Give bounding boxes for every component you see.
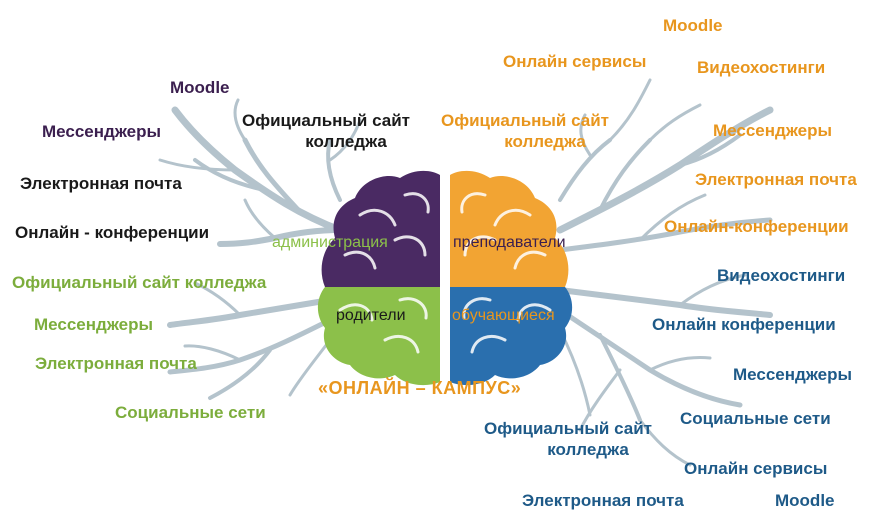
admin-item-moodle: Moodle [170,78,230,98]
teachers-item-video-hosting: Видеохостинги [697,58,825,78]
students-item-moodle: Moodle [775,491,835,511]
brain-teachers-quadrant [450,171,568,287]
brain-students-quadrant [450,287,572,385]
teachers-item-email: Электронная почта [695,170,857,190]
brain-admin-quadrant [322,171,440,287]
brain-label-teachers: преподаватели [453,234,566,252]
teachers-item-messengers: Мессенджеры [713,121,832,141]
admin-item-email: Электронная почта [20,174,182,194]
brain-label-students: обучающиеся [452,307,555,325]
teachers-site-line1: Официальный сайт [435,110,615,131]
students-site-line2: колледжа [478,439,658,460]
students-item-social: Социальные сети [680,409,831,429]
students-item-official-site: Официальный сайт колледжа [478,418,658,460]
teachers-item-moodle: Moodle [663,16,723,36]
students-site-line1: Официальный сайт [478,418,658,439]
teachers-item-online-services: Онлайн сервисы [503,52,646,72]
parents-item-email: Электронная почта [35,354,197,374]
teachers-item-official-site: Официальный сайт колледжа [435,110,615,152]
teachers-site-line2: колледжа [435,131,615,152]
brain-label-admin: администрация [272,234,388,252]
brain-label-parents: родители [336,307,406,325]
students-item-video-hosting: Видеохостинги [717,266,845,286]
students-item-messengers: Мессенджеры [733,365,852,385]
admin-site-line1: Официальный сайт [236,110,416,131]
students-item-online-services: Онлайн сервисы [684,459,827,479]
parents-item-messengers: Мессенджеры [34,315,153,335]
brain-parents-quadrant [318,287,440,385]
admin-item-messengers: Мессенджеры [42,122,161,142]
teachers-item-conferences: Онлайн-конференции [664,217,849,237]
admin-site-line2: колледжа [236,131,416,152]
admin-item-official-site: Официальный сайт колледжа [236,110,416,152]
admin-item-conferences: Онлайн - конференции [15,223,209,243]
students-item-conferences: Онлайн конференции [652,315,836,335]
parents-item-official-site: Официальный сайт колледжа [12,273,266,293]
parents-item-social: Социальные сети [115,403,266,423]
brain [318,171,572,385]
students-item-email: Электронная почта [522,491,684,511]
diagram-title: «ОНЛАЙН – КАМПУС» [318,378,521,399]
